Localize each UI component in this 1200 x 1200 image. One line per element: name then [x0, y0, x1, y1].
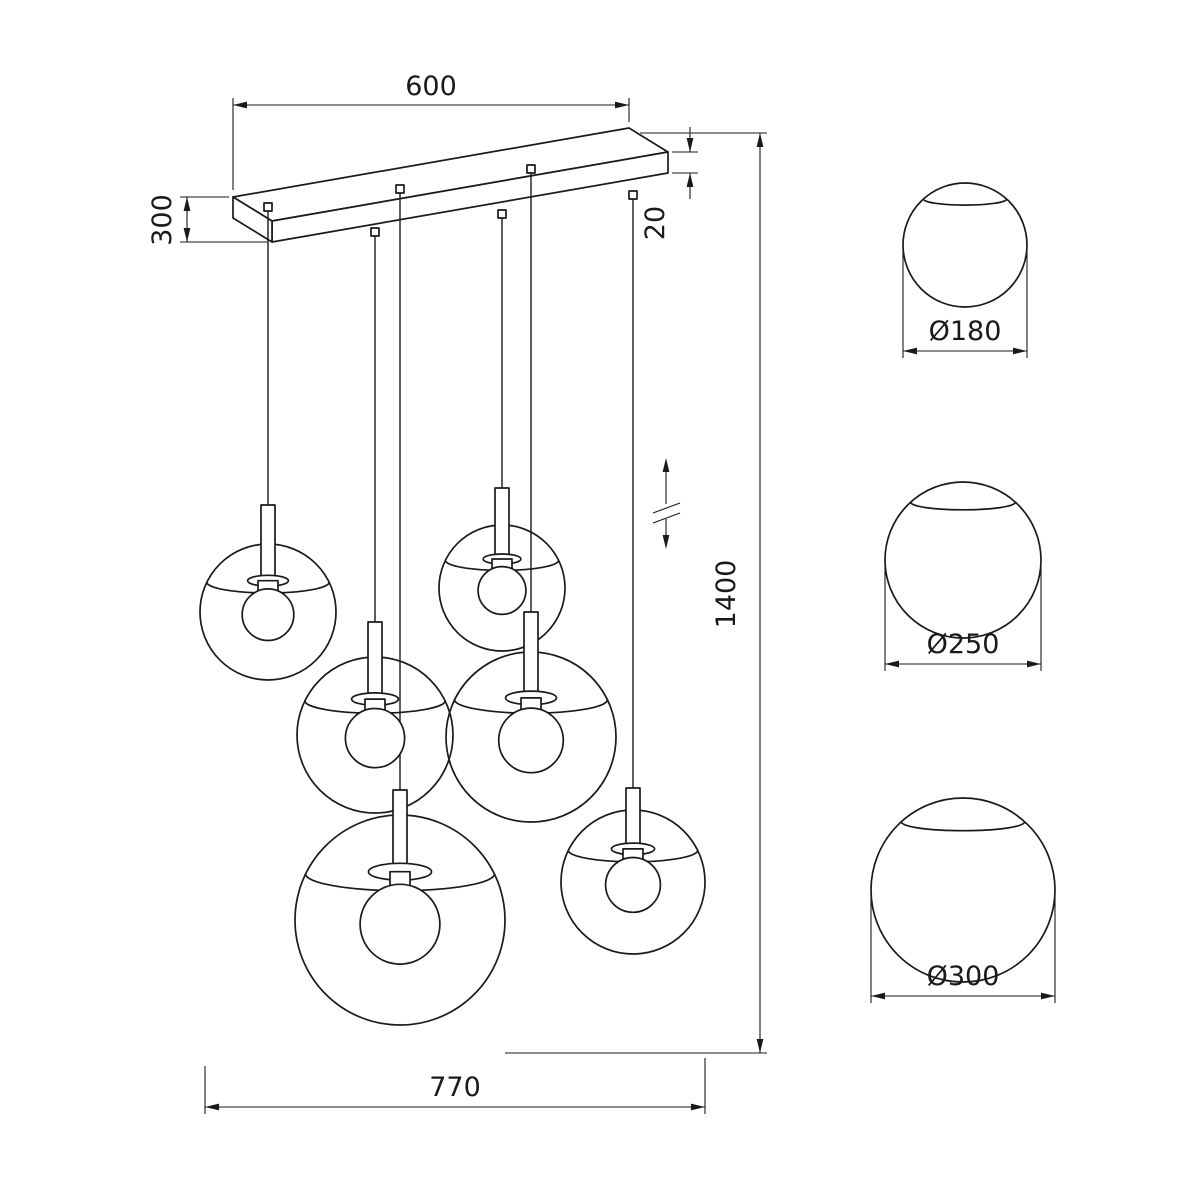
- dim-overall-height-label: 1400: [711, 560, 742, 629]
- pendant-globe-6: [560, 787, 706, 955]
- dim-fixture-span: 770: [204, 1058, 706, 1114]
- dim-canopy-thickness-label: 20: [640, 206, 671, 240]
- reference-globe-180: Ø180: [902, 182, 1028, 358]
- reference-globe-250: Ø250: [884, 481, 1042, 671]
- cord-grip-1: [263, 202, 273, 212]
- reference-globe-300: Ø300: [870, 797, 1056, 1003]
- cord-grip-3: [370, 227, 380, 237]
- pendant-globe-5: [294, 789, 506, 1026]
- pendant-globe-4: [445, 611, 617, 823]
- globe-2-bulb: [477, 565, 527, 616]
- ceiling-plate: [232, 127, 669, 243]
- globe-5-stem: [392, 789, 408, 872]
- dim-canopy-depth-label: 300: [147, 194, 178, 246]
- globe-3-bulb: [344, 707, 406, 769]
- pendant-globe-3: [296, 621, 454, 814]
- globe-3-stem: [367, 621, 383, 700]
- pendant-globe-1: [199, 504, 337, 681]
- suspension-cords: [267, 171, 634, 790]
- globe-5-bulb: [359, 883, 441, 965]
- cord-grip-4: [526, 164, 536, 174]
- dim-canopy-depth: 300: [147, 194, 268, 246]
- dim-canopy-thickness: 20: [640, 127, 698, 240]
- cord-grips: [263, 164, 638, 237]
- globe-6-stem: [625, 787, 641, 849]
- globe-4-stem: [523, 611, 539, 698]
- dim-overall-height: 1400: [505, 132, 767, 1054]
- dim-canopy-width: 600: [232, 71, 630, 190]
- globe-1-stem: [260, 504, 276, 581]
- height-adjust-icon: [652, 458, 681, 549]
- globe-4-bulb: [497, 707, 565, 774]
- dim-globe-medium-label: Ø250: [927, 629, 1000, 660]
- cord-grip-5: [395, 184, 405, 194]
- dim-fixture-span-label: 770: [429, 1072, 481, 1103]
- globe-6-bulb: [604, 856, 662, 914]
- globe-2-stem: [494, 487, 510, 559]
- pendant-globe-2: [438, 487, 566, 652]
- dim-globe-large-label: Ø300: [927, 961, 1000, 992]
- dim-globe-small-label: Ø180: [929, 316, 1002, 347]
- ceiling-plate-left-face: [232, 196, 273, 243]
- dim-canopy-width-label: 600: [405, 71, 457, 102]
- cord-grip-6: [628, 190, 638, 200]
- cord-grip-2: [497, 209, 507, 219]
- globe-1-bulb: [241, 588, 295, 642]
